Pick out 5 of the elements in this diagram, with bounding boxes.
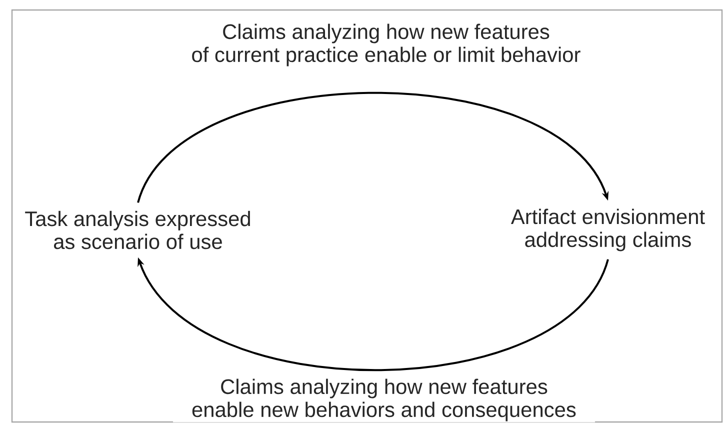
edge-label: Claims analyzing how new features of current practice enable or limit behavior [175,22,597,68]
edge-label: Claims analyzing how new features enable new behaviors and consequences [173,378,595,422]
node-text: Artifact envisionment addressing claims [510,208,705,252]
arrow [137,92,609,204]
node-text: Task analysis expressed as scenario of use [25,210,250,250]
